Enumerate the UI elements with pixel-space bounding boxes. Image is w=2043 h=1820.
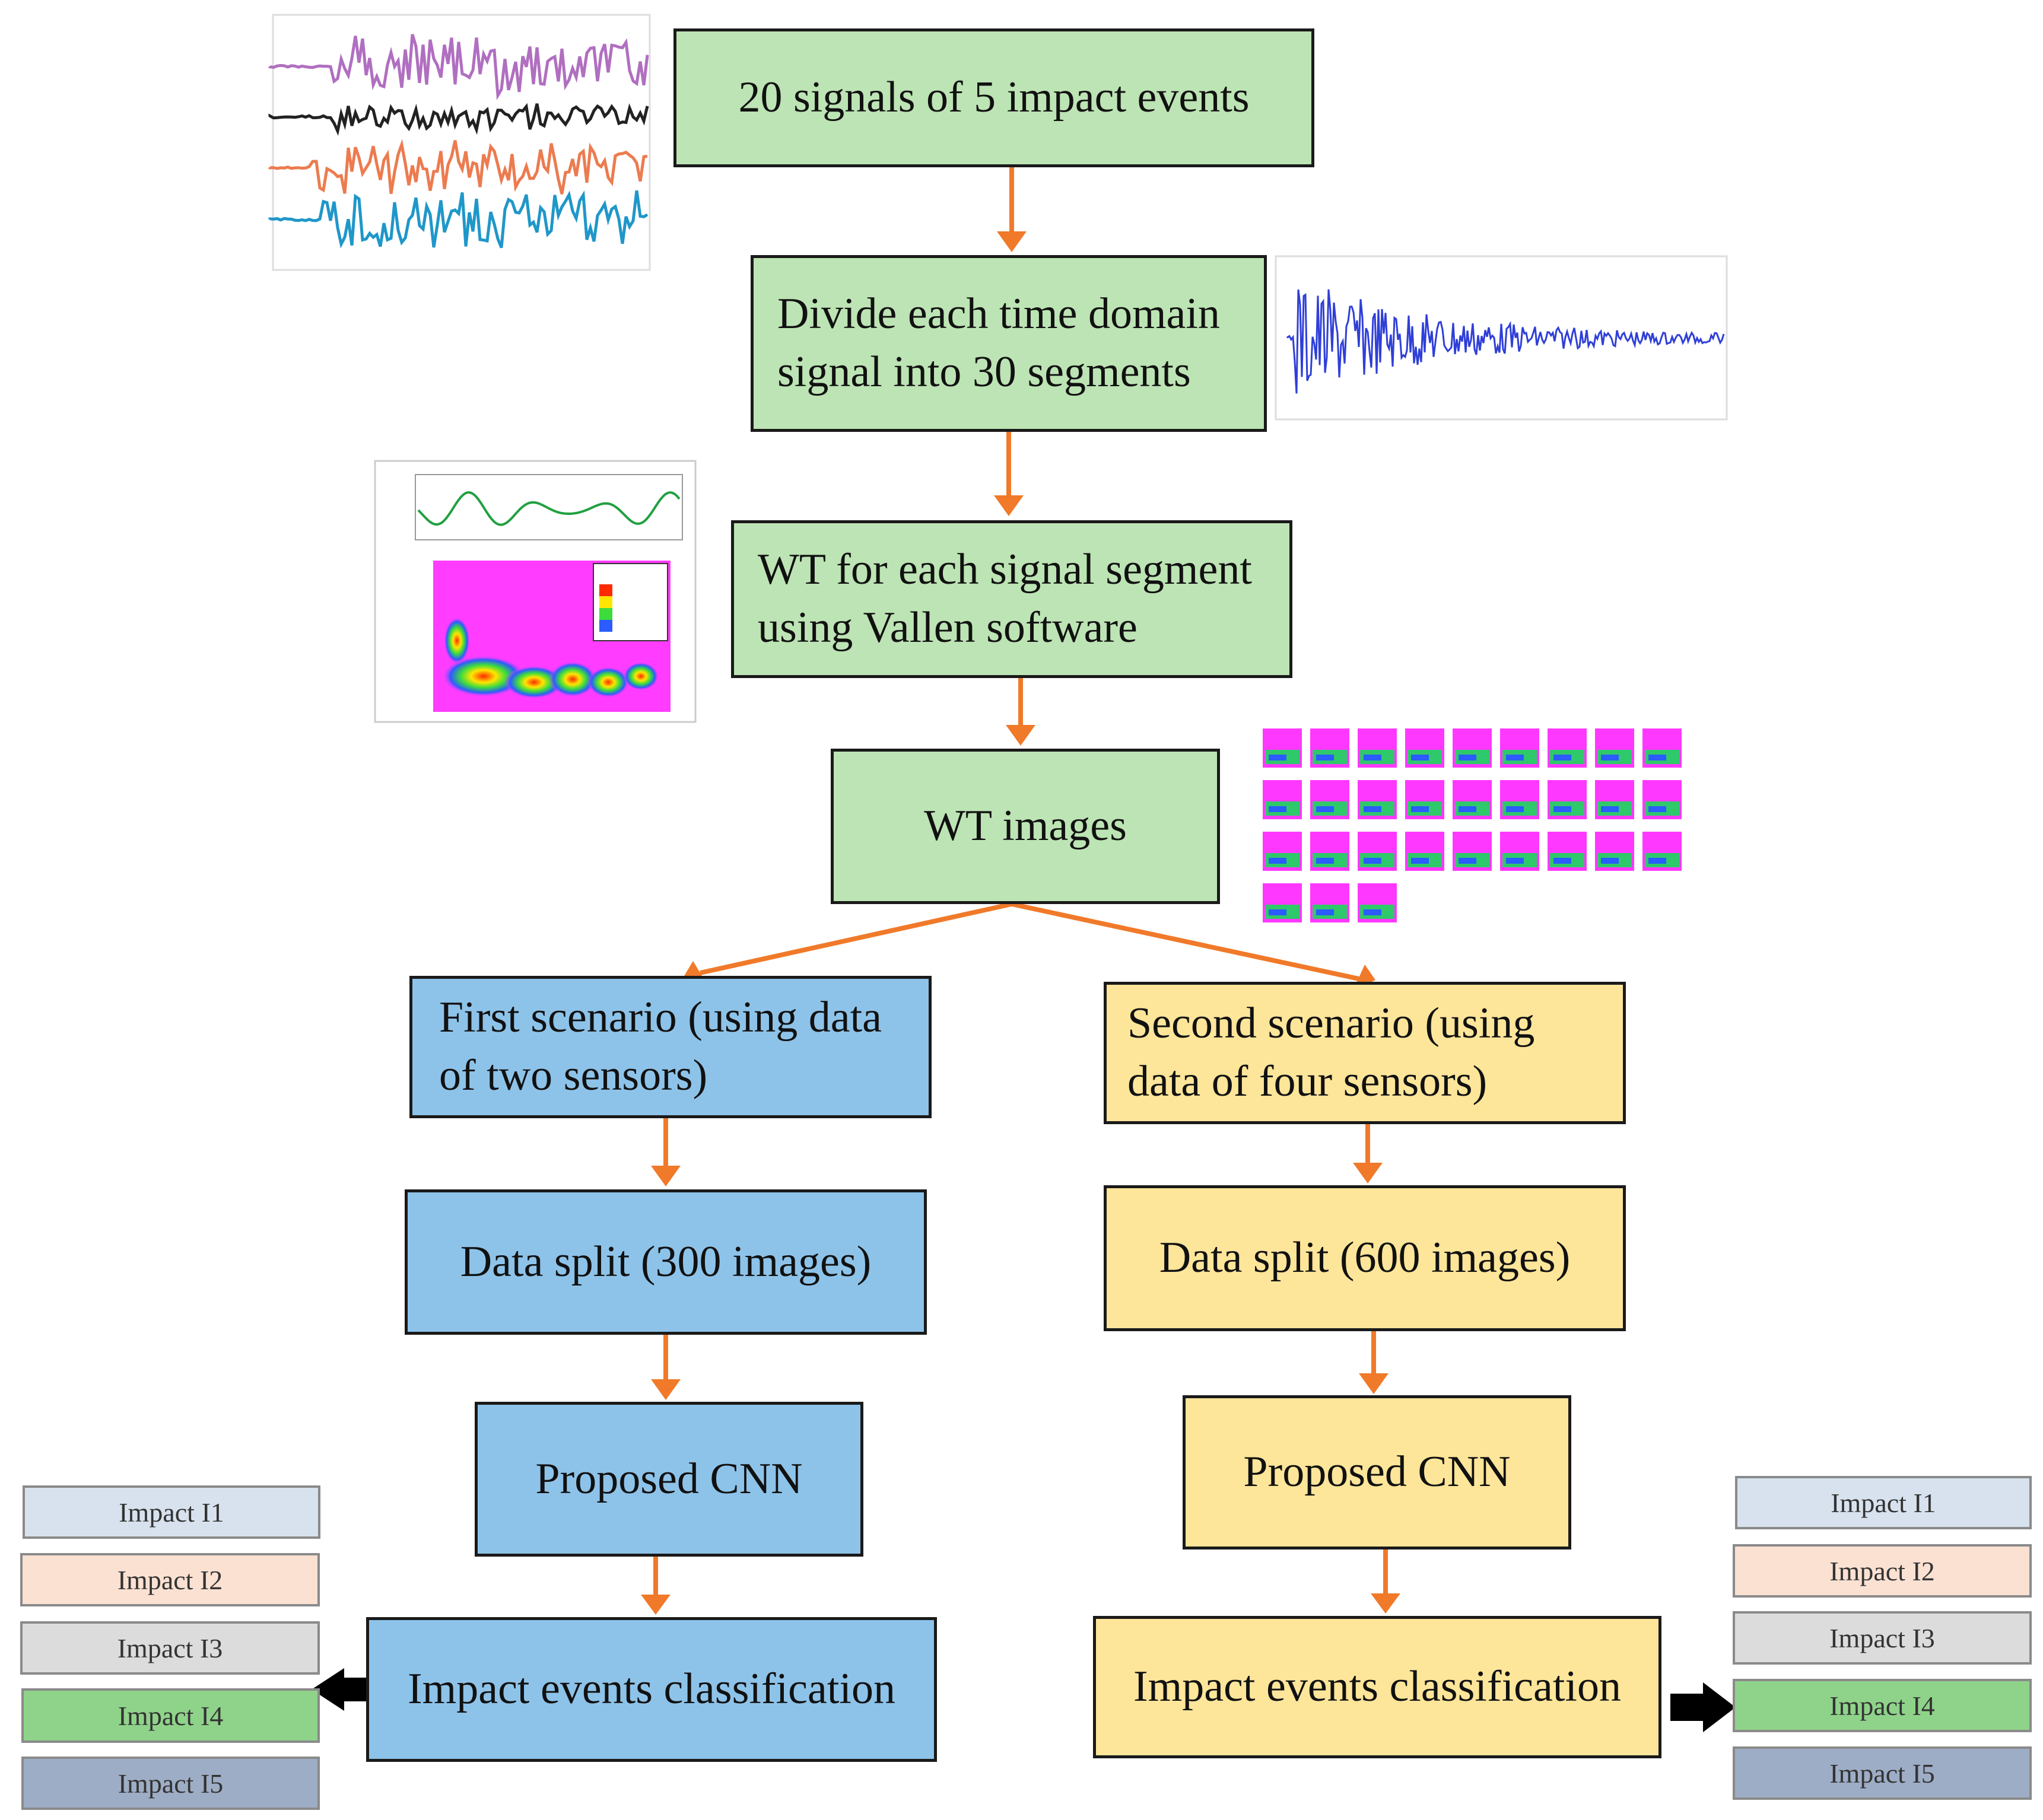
s1-impact-label-5: Impact I5 [21, 1757, 320, 1810]
s1-impact-label-3-text: Impact I3 [117, 1633, 223, 1663]
step-wt-line2: using Vallen software [758, 603, 1138, 652]
step-divide-line2: signal into 30 segments [777, 348, 1191, 396]
s2-impact-label-5-text: Impact I5 [1829, 1758, 1935, 1789]
scenario1-cnn-text: Proposed CNN [535, 1454, 803, 1503]
s1-impact-label-4-text: Impact I4 [117, 1700, 224, 1731]
output-arrow-right [1670, 1682, 1736, 1732]
step-wt-images-box: WT images [831, 749, 1220, 904]
step-divide-line1: Divide each time domain [777, 289, 1220, 339]
scenario2-title-line2: data of four sensors) [1127, 1057, 1488, 1106]
s1-impact-label-3: Impact I3 [20, 1621, 320, 1675]
s1-impact-label-2: Impact I2 [20, 1553, 320, 1606]
s2-impact-label-4-text: Impact I4 [1829, 1690, 1935, 1721]
scenario1-title-line1: First scenario (using data [439, 993, 882, 1042]
step-signals-box: 20 signals of 5 impact events [673, 28, 1314, 167]
s2-impact-label-4: Impact I4 [1733, 1679, 2032, 1732]
scenario2-classification-text: Impact events classification [1133, 1662, 1621, 1711]
scenario2-title-box: Second scenario (using data of four sens… [1104, 982, 1626, 1124]
s1-impact-label-1: Impact I1 [23, 1485, 320, 1539]
s1-impact-label-2-text: Impact I2 [117, 1564, 223, 1595]
step-wt-line1: WT for each signal segment [758, 545, 1252, 594]
scenario2-cnn-text: Proposed CNN [1243, 1447, 1511, 1497]
s2-impact-label-2: Impact I2 [1733, 1544, 2032, 1598]
scenario1-cnn-box: Proposed CNN [475, 1402, 863, 1557]
step-wt-box: WT for each signal segment using Vallen … [731, 520, 1292, 678]
scenario1-title-line2: of two sensors) [439, 1051, 708, 1100]
scenario1-classification-box: Impact events classification [366, 1617, 937, 1762]
scenario2-split-text: Data split (600 images) [1159, 1233, 1571, 1283]
scenario2-split-box: Data split (600 images) [1104, 1185, 1626, 1331]
step-wt-images-text: WT images [924, 801, 1127, 851]
arrow-images-to-scenario1 [700, 902, 1012, 975]
s2-impact-label-3: Impact I3 [1733, 1611, 2032, 1665]
s2-impact-label-2-text: Impact I2 [1829, 1555, 1935, 1586]
output-arrow-left [312, 1668, 368, 1711]
s1-impact-label-5-text: Impact I5 [117, 1768, 224, 1799]
step-divide-box: Divide each time domain signal into 30 s… [751, 255, 1267, 432]
s2-impact-label-5: Impact I5 [1733, 1746, 2032, 1800]
s2-impact-label-1: Impact I1 [1735, 1476, 2032, 1529]
s1-impact-label-1-text: Impact I1 [119, 1497, 224, 1528]
scenario2-cnn-box: Proposed CNN [1183, 1395, 1571, 1549]
scenario1-split-text: Data split (300 images) [460, 1237, 872, 1286]
scenario2-classification-box: Impact events classification [1093, 1616, 1661, 1758]
scenario2-title-line1: Second scenario (using [1127, 999, 1535, 1048]
s1-impact-label-4: Impact I4 [21, 1688, 320, 1743]
scenario1-classification-text: Impact events classification [408, 1665, 895, 1714]
step-signals-text: 20 signals of 5 impact events [738, 73, 1250, 122]
s2-impact-label-1-text: Impact I1 [1831, 1487, 1936, 1518]
scenario1-title-box: First scenario (using data of two sensor… [409, 976, 932, 1118]
scenario1-split-box: Data split (300 images) [405, 1189, 927, 1335]
arrow-images-to-scenario2 [1011, 902, 1359, 981]
s2-impact-label-3-text: Impact I3 [1829, 1622, 1935, 1653]
